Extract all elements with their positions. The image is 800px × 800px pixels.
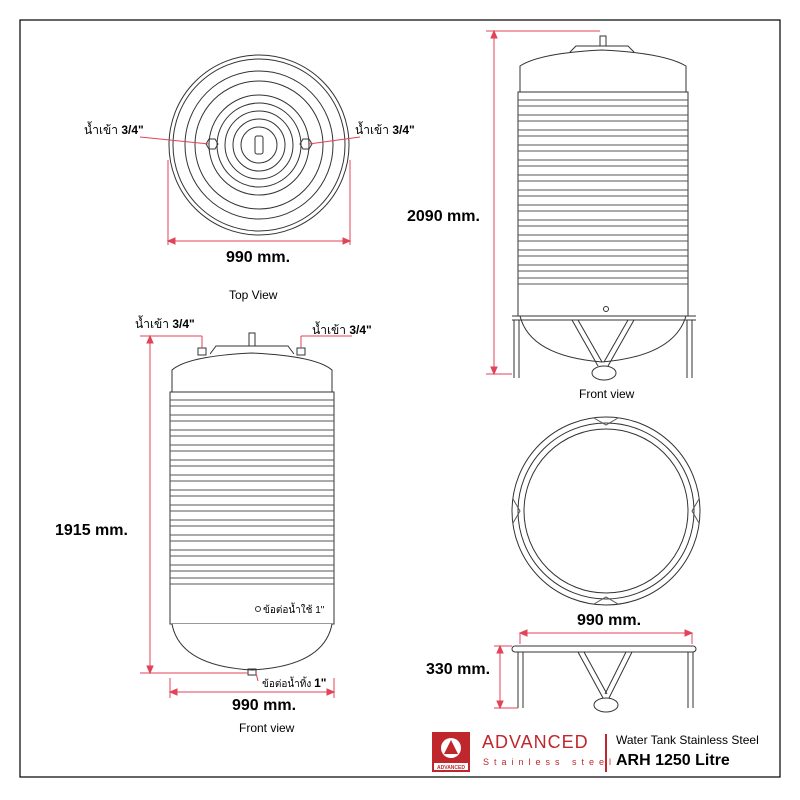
brand-separator xyxy=(605,734,607,772)
inlet-size: 3/4" xyxy=(392,123,415,137)
stand-dimensions xyxy=(494,629,694,710)
front-view-body-dimensions xyxy=(140,334,352,698)
top-view-dimensions xyxy=(139,136,361,245)
stand-top-view xyxy=(511,416,701,606)
brand-block: ADVANCED ADVANCED Stainless steel Water … xyxy=(430,730,775,776)
outlet-use-label: ข้อต่อน้ำใช้ 1" xyxy=(263,605,325,616)
front-view-body xyxy=(169,332,335,676)
front-view-stand-caption: Front view xyxy=(579,387,635,401)
top-view-diameter: 990 mm. xyxy=(226,249,291,266)
top-view xyxy=(168,54,350,236)
drain-label: ข้อต่อน้ำทิ้ง 1" xyxy=(262,676,326,692)
drain-size: 1" xyxy=(314,676,327,690)
body-inlet-left-label: น้ำเข้า 3/4" xyxy=(135,315,195,334)
product-model: ARH 1250 Litre xyxy=(616,752,730,769)
inlet-size: 3/4" xyxy=(172,317,195,331)
manhole-lid xyxy=(224,110,294,180)
inlet-size: 3/4" xyxy=(349,323,372,337)
top-view-inlet-right-label: น้ำเข้า 3/4" xyxy=(355,121,415,140)
body-height: 1915 mm. xyxy=(55,522,128,539)
inlet-fitting-left xyxy=(205,138,219,150)
brand-logo: ADVANCED xyxy=(432,732,470,772)
top-view-caption: Top View xyxy=(229,288,278,302)
inlet-prefix: น้ำเข้า xyxy=(84,123,118,137)
inlet-size: 3/4" xyxy=(121,123,144,137)
brand-name: ADVANCED xyxy=(482,732,589,752)
inlet-prefix: น้ำเข้า xyxy=(135,317,169,331)
brand-logo-text: ADVANCED xyxy=(437,765,465,771)
stand-front-view xyxy=(511,645,697,713)
front-view-with-stand xyxy=(512,35,696,381)
body-inlet-right-label: น้ำเข้า 3/4" xyxy=(312,321,372,340)
drain-prefix: ข้อต่อน้ำทิ้ง xyxy=(262,679,312,690)
front-view-stand-dimensions xyxy=(486,29,600,376)
product-description: Water Tank Stainless Steel xyxy=(616,733,759,747)
body-diameter: 990 mm. xyxy=(232,697,297,714)
tank-outer-rim xyxy=(168,54,350,236)
top-view-inlet-left-label: น้ำเข้า 3/4" xyxy=(84,121,144,140)
stand-total-height: 2090 mm. xyxy=(407,208,480,225)
stand-ring-outer xyxy=(511,416,701,606)
inlet-prefix: น้ำเข้า xyxy=(355,123,389,137)
sheet-border xyxy=(19,19,781,778)
stand-height: 330 mm. xyxy=(426,661,491,678)
stand-diameter: 990 mm. xyxy=(577,612,642,629)
front-view-body-caption: Front view xyxy=(239,721,295,735)
brand-subtitle: Stainless steel xyxy=(483,757,617,767)
inlet-prefix: น้ำเข้า xyxy=(312,323,346,337)
